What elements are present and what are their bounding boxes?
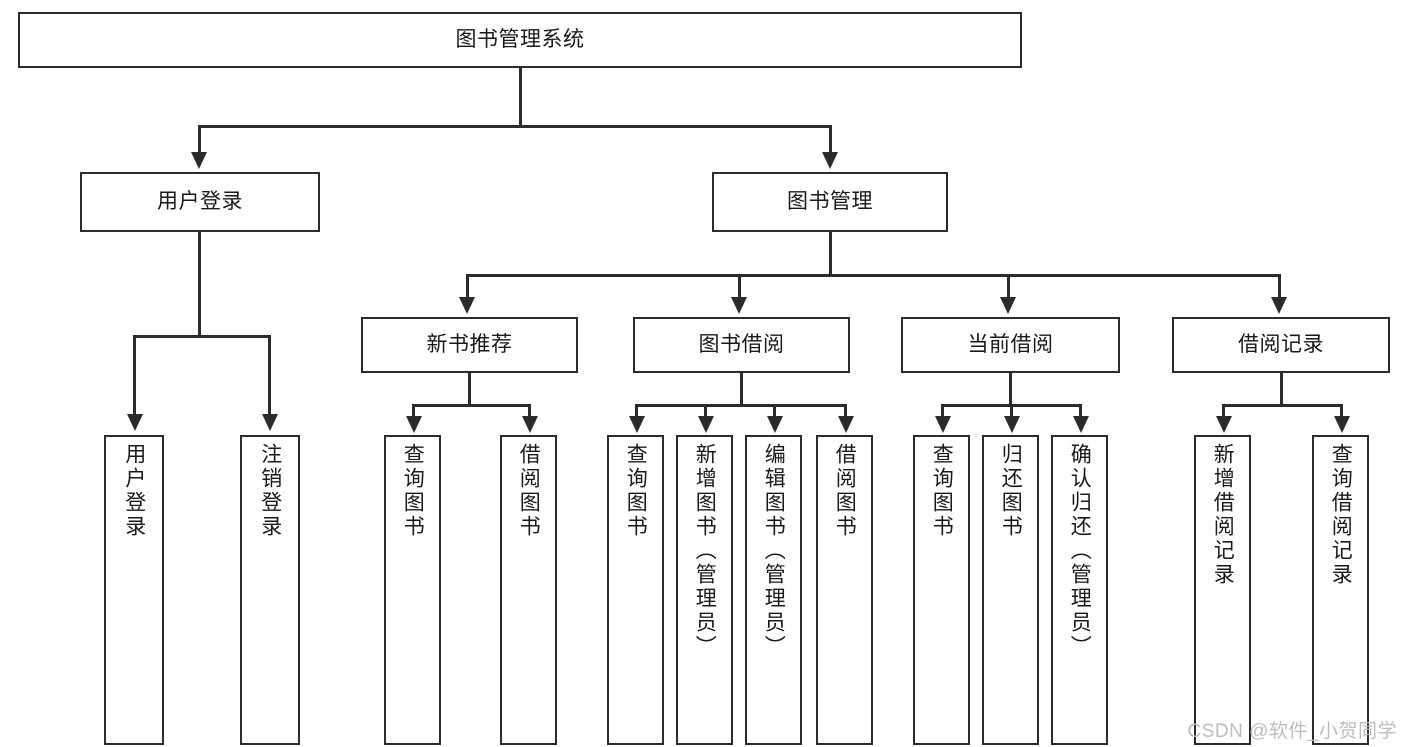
connector-current-borrow-child-2 <box>1010 404 1013 418</box>
connector-current-borrow-child-3 <box>1079 404 1082 418</box>
node-new-book-recommend[interactable]: 新书推荐 <box>361 317 578 373</box>
arrow-to-new-book-rec <box>459 297 475 314</box>
leaf-return-book[interactable]: 归还图书 <box>982 435 1039 745</box>
leaf-query-book-borrow[interactable]: 查询图书 <box>607 435 664 745</box>
leaf-query-borrow-record[interactable]: 查询借阅记录 <box>1312 435 1369 745</box>
connector-borrow-records-bus <box>1222 404 1343 407</box>
leaf-borrow-book-rec[interactable]: 借阅图书 <box>500 435 557 745</box>
node-root-library-system[interactable]: 图书管理系统 <box>18 12 1022 68</box>
connector-book-borrow-child-4 <box>844 404 847 418</box>
connector-borrow-records-child-1 <box>1222 404 1225 418</box>
leaf-borrow-book-borrow[interactable]: 借阅图书 <box>816 435 873 745</box>
arrow-book-borrow-child-3 <box>767 416 783 433</box>
connector-book-borrow-child-3 <box>773 404 776 418</box>
node-label: 查询图书 <box>624 443 648 539</box>
connector-root-stem <box>519 68 522 125</box>
node-borrow-records[interactable]: 借阅记录 <box>1172 317 1390 373</box>
connector-book-mgmt-stem <box>829 232 832 276</box>
arrow-current-borrow-child-1 <box>935 416 951 433</box>
arrow-borrow-records-child-1 <box>1216 416 1232 433</box>
leaf-query-book-rec[interactable]: 查询图书 <box>384 435 441 745</box>
arrow-to-current-borrow <box>1000 297 1016 314</box>
connector-new-book-rec-child-1 <box>412 404 415 418</box>
connector-book-borrow-child-1 <box>635 404 638 418</box>
leaf-logout[interactable]: 注销登录 <box>240 435 300 745</box>
connector-new-book-rec-child-2 <box>528 404 531 418</box>
connector-book-borrow-bus <box>635 404 847 407</box>
arrow-to-borrow-records <box>1271 297 1287 314</box>
connector-borrow-records-stem <box>1280 373 1283 406</box>
arrow-to-user-login <box>191 152 207 169</box>
arrow-new-book-rec-child-2 <box>522 416 538 433</box>
node-label: 查询图书 <box>401 443 425 539</box>
connector-new-book-rec-stem <box>468 373 471 406</box>
node-label: 借阅图书 <box>517 443 541 539</box>
arrow-current-borrow-child-2 <box>1004 416 1020 433</box>
node-label: 借阅记录 <box>1238 333 1324 357</box>
leaf-user-login[interactable]: 用户登录 <box>104 435 164 745</box>
arrow-user-login-child-2 <box>262 414 278 431</box>
node-label: 图书借阅 <box>698 333 785 357</box>
arrow-new-book-rec-child-1 <box>406 416 422 433</box>
leaf-add-book-admin[interactable]: 新增图书（管理员） <box>676 435 733 745</box>
connector-book-borrow-child-2 <box>704 404 707 418</box>
node-label: 图书管理系统 <box>455 28 585 52</box>
leaf-confirm-return-admin[interactable]: 确认归还（管理员） <box>1051 435 1108 745</box>
connector-new-book-rec-bus <box>412 404 530 407</box>
node-book-management[interactable]: 图书管理 <box>712 172 948 232</box>
arrow-current-borrow-child-3 <box>1073 416 1089 433</box>
node-label: 注销登录 <box>258 443 282 539</box>
connector-user-login-bus <box>133 335 270 338</box>
node-label: 归还图书 <box>999 443 1023 539</box>
connector-book-borrow-stem <box>740 373 743 406</box>
node-label: 用户登录 <box>122 443 146 539</box>
node-label: 编辑图书（管理员） <box>762 443 786 659</box>
node-label: 查询借阅记录 <box>1329 443 1353 587</box>
node-label: 借阅图书 <box>833 443 857 539</box>
connector-to-book-mgmt <box>829 125 832 154</box>
arrow-borrow-records-child-2 <box>1334 416 1350 433</box>
node-label: 新增借阅记录 <box>1211 443 1235 587</box>
connector-to-user-login <box>198 125 201 154</box>
connector-current-borrow-child-1 <box>941 404 944 418</box>
node-label: 用户登录 <box>157 190 243 214</box>
arrow-book-borrow-child-4 <box>838 416 854 433</box>
connector-to-current-borrow <box>1007 274 1010 299</box>
node-label: 查询图书 <box>930 443 954 539</box>
node-label: 图书管理 <box>787 190 873 214</box>
connector-level2-bus <box>199 125 832 128</box>
connector-to-new-book-rec <box>466 274 469 299</box>
node-current-borrow[interactable]: 当前借阅 <box>901 317 1120 373</box>
node-label: 新增图书（管理员） <box>693 443 717 659</box>
connector-user-login-child-2 <box>268 335 271 415</box>
node-label: 新书推荐 <box>426 333 513 357</box>
node-user-login[interactable]: 用户登录 <box>80 172 320 232</box>
connector-to-book-borrow <box>738 274 741 299</box>
connector-current-borrow-stem <box>1009 373 1012 406</box>
connector-user-login-child-1 <box>133 335 136 415</box>
leaf-add-borrow-record[interactable]: 新增借阅记录 <box>1194 435 1251 745</box>
leaf-query-book-current[interactable]: 查询图书 <box>913 435 970 745</box>
connector-borrow-records-child-2 <box>1340 404 1343 418</box>
arrow-to-book-mgmt <box>822 152 838 169</box>
connector-user-login-stem <box>198 232 201 337</box>
leaf-edit-book-admin[interactable]: 编辑图书（管理员） <box>745 435 802 745</box>
arrow-to-book-borrow <box>731 297 747 314</box>
node-label: 确认归还（管理员） <box>1068 443 1092 659</box>
connector-to-borrow-records <box>1278 274 1281 299</box>
arrow-book-borrow-child-2 <box>698 416 714 433</box>
node-label: 当前借阅 <box>967 333 1054 357</box>
connector-level3-bus <box>466 274 1281 277</box>
arrow-book-borrow-child-1 <box>629 416 645 433</box>
node-book-borrow[interactable]: 图书借阅 <box>633 317 850 373</box>
arrow-user-login-child-1 <box>127 414 143 431</box>
